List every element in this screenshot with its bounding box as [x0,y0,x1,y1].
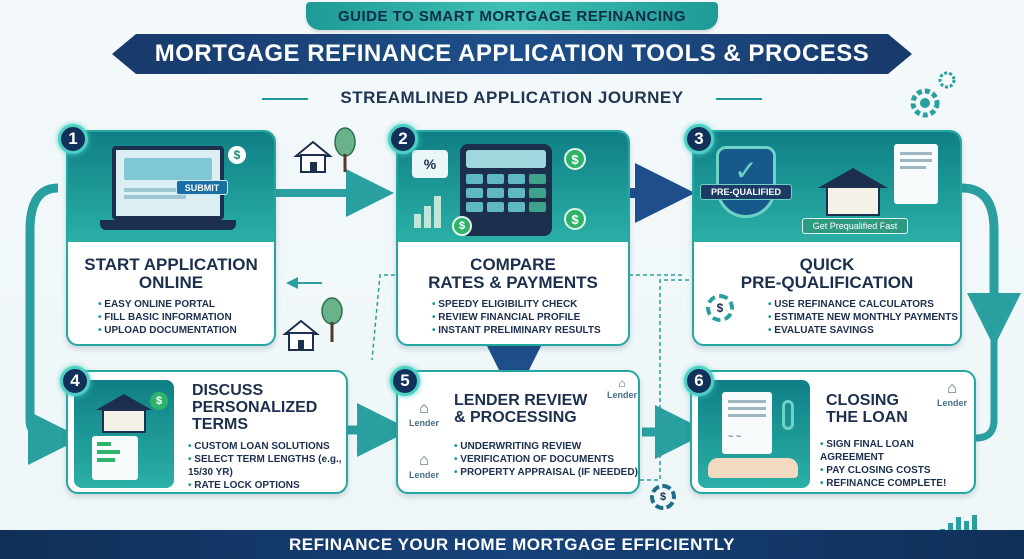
step-1-title-line1: START APPLICATION [84,255,258,274]
key-icon [782,400,794,430]
house-icon [818,168,888,216]
step-6-title: CLOSING THE LOAN [826,392,908,426]
page-title: MORTGAGE REFINANCE APPLICATION TOOLS & P… [112,34,912,74]
hand-icon [708,458,798,478]
step-3-bullets: USE REFINANCE CALCULATORS ESTIMATE NEW M… [768,298,960,337]
lender-label: Lender [408,418,439,428]
step-5-card: ⌂ Lender ⌂ Lender ⌂ Lender 5 LENDER REVI… [390,366,640,494]
step-4-bullets: CUSTOM LOAN SOLUTIONS SELECT TERM LENGTH… [188,440,346,492]
list-item: CUSTOM LOAN SOLUTIONS [188,440,346,453]
list-item: EASY ONLINE PORTAL [98,298,274,311]
house-icon [96,394,152,434]
bar-chart-icon [412,188,448,228]
document-icon [894,144,938,204]
list-item: SIGN FINAL LOAN AGREEMENT [820,438,974,464]
step-5-bullets: UNDERWRITING REVIEW VERIFICATION OF DOCU… [454,440,638,479]
step-2-title-line2: RATES & PAYMENTS [428,273,598,292]
dollar-icon: $ [228,146,246,164]
checklist-icon [92,436,138,480]
step-3-title-line1: QUICK [799,255,855,274]
step-1-illustration: SUBMIT $ [68,132,274,242]
step-4-illustration: $ [74,380,174,488]
lender-label: Lender [408,470,439,480]
step-4-title: DISCUSS PERSONALIZED TERMS [192,382,317,433]
list-item: VERIFICATION OF DOCUMENTS [454,453,638,466]
step-6-number: 6 [684,366,714,396]
calculator-icon [460,144,552,236]
step-1-number: 1 [58,124,88,154]
list-item: RATE LOCK OPTIONS [188,479,346,492]
subtitle-rule-left [262,98,308,100]
laptop-base [100,220,236,230]
list-item: UPLOAD DOCUMENTATION [98,324,274,337]
header-ribbon: GUIDE TO SMART MORTGAGE REFINANCING [306,2,718,30]
list-item: USE REFINANCE CALCULATORS [768,298,960,311]
list-item: FILL BASIC INFORMATION [98,311,274,324]
step-4-title-line2: PERSONALIZED [192,399,318,416]
step-2-number: 2 [388,124,418,154]
get-prequalified-button[interactable]: Get Prequalified Fast [802,218,908,234]
step-5-title: LENDER REVIEW & PROCESSING [454,392,587,426]
step-1-bullets: EASY ONLINE PORTAL FILL BASIC INFORMATIO… [98,298,274,337]
step-2-illustration: % $ $ $ [398,132,628,242]
gear-dollar-icon: $ [706,294,734,322]
dollar-coin-icon: $ [564,208,586,230]
step-6-title-line1: CLOSING [826,392,899,409]
subtitle-rule-right [716,98,762,100]
footer-banner: REFINANCE YOUR HOME MORTGAGE EFFICIENTLY [0,530,1024,559]
list-item: REVIEW FINANCIAL PROFILE [432,311,628,324]
step-3-number: 3 [684,124,714,154]
step-3-illustration: ✓ PRE-QUALIFIED Get Prequalified Fast [694,132,960,242]
step-5-title-line2: & PROCESSING [454,409,577,426]
step-3-card: ✓ PRE-QUALIFIED Get Prequalified Fast QU… [692,130,962,346]
dollar-coin-icon: $ [564,148,586,170]
list-item: SELECT TERM LENGTHS (e.g., 15/30 YR) [188,453,346,479]
list-item: INSTANT PRELIMINARY RESULTS [432,324,628,337]
submit-button[interactable]: SUBMIT [176,180,228,195]
shield-icon: ✓ [716,146,776,218]
list-item: ESTIMATE NEW MONTHLY PAYMENTS [768,311,960,324]
step-6-bullets: SIGN FINAL LOAN AGREEMENT PAY CLOSING CO… [820,438,974,490]
lender-icon: ⌂ Lender [406,400,442,428]
step-5-title-line1: LENDER REVIEW [454,392,588,409]
step-2-card: % $ $ $ COMPARE RATES & PAYMENTS SPEEDY … [396,130,630,346]
step-5-number: 5 [390,366,420,396]
step-6-title-line2: THE LOAN [826,409,908,426]
lender-icon: ⌂ Lender [406,452,442,480]
step-3-title-line2: PRE-QUALIFICATION [740,273,914,292]
subtitle: STREAMLINED APPLICATION JOURNEY [340,88,684,107]
prequalified-badge: PRE-QUALIFIED [700,184,792,200]
step-6-illustration: ~ ~ [698,380,810,488]
step-4-title-line3: TERMS [192,416,248,433]
step-1-card: SUBMIT $ START APPLICATION ONLINE EASY O… [66,130,276,346]
list-item: EVALUATE SAVINGS [768,324,960,337]
lender-label: Lender [936,398,967,408]
lender-icon: ⌂ Lender [604,376,640,400]
list-item: UNDERWRITING REVIEW [454,440,638,453]
lender-icon: ⌂ Lender [932,380,972,408]
step-4-title-line1: DISCUSS [192,382,264,399]
step-4-number: 4 [60,366,90,396]
gear-dollar-icon: $ [650,484,676,510]
step-2-bullets: SPEEDY ELIGIBILITY CHECK REVIEW FINANCIA… [432,298,628,337]
step-3-title: QUICK PRE-QUALIFICATION [694,256,960,292]
step-2-title-line1: COMPARE [470,255,556,274]
dollar-coin-icon: $ [150,392,168,410]
step-4-card: $ 4 DISCUSS PERSONALIZED TERMS CUSTOM LO… [60,366,348,494]
lender-label: Lender [606,390,637,400]
step-2-title: COMPARE RATES & PAYMENTS [398,256,628,292]
step-1-title-line2: ONLINE [138,273,204,292]
step-1-title: START APPLICATION ONLINE [68,256,274,292]
step-6-card: ~ ~ 6 CLOSING THE LOAN ⌂ Lender SIGN FIN… [684,366,976,494]
list-item: REFINANCE COMPLETE! [820,477,974,490]
list-item: PAY CLOSING COSTS [820,464,974,477]
contract-icon: ~ ~ [722,392,772,454]
list-item: PROPERTY APPRAISAL (IF NEEDED) [454,466,638,479]
dollar-coin-icon: $ [452,216,472,236]
percent-card-icon: % [412,150,448,178]
list-item: SPEEDY ELIGIBILITY CHECK [432,298,628,311]
